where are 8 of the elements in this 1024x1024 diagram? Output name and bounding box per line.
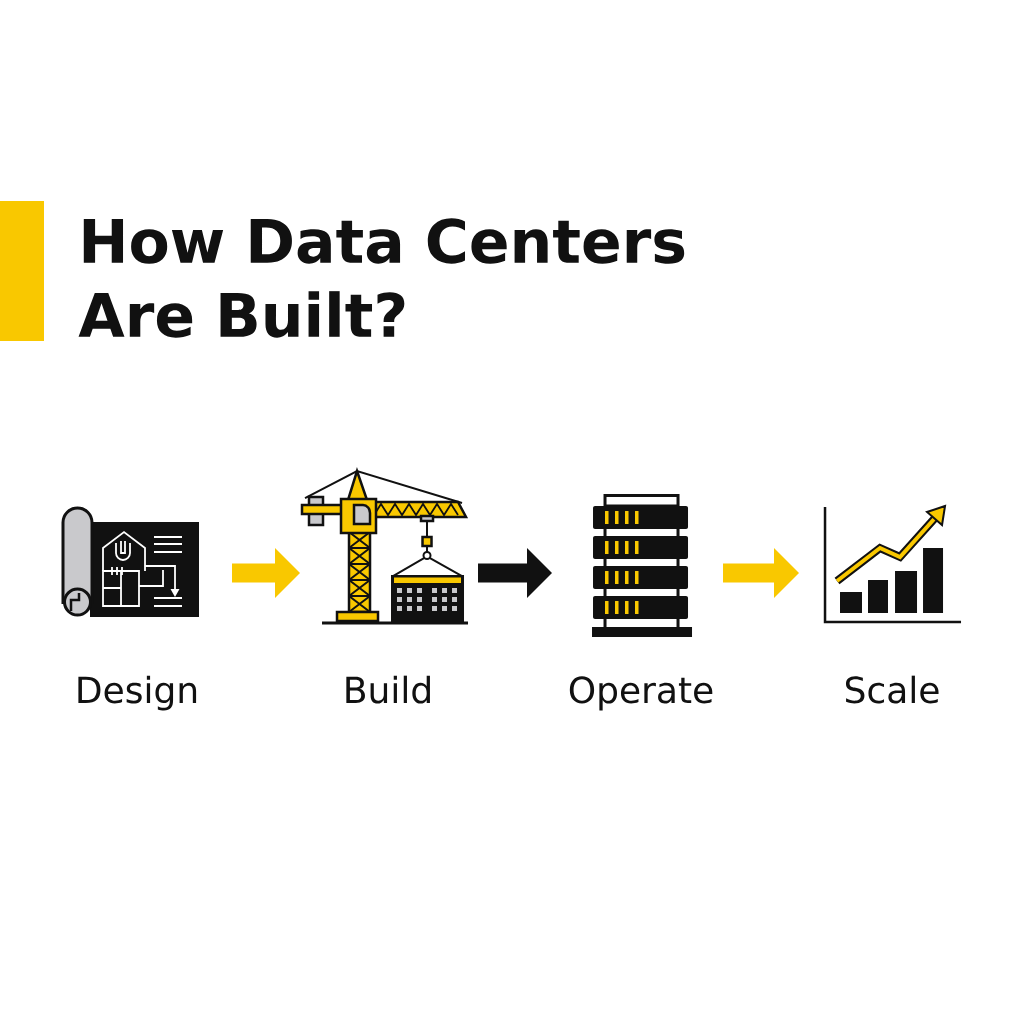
title: How Data Centers Are Built?: [78, 218, 685, 338]
arrow: [478, 548, 552, 598]
arrow: [723, 548, 799, 598]
arrow: [232, 548, 300, 598]
step-label: Design: [78, 675, 197, 711]
step-label: Build: [346, 675, 430, 704]
step-label: Scale: [846, 675, 939, 704]
step-label: Operate: [569, 676, 713, 711]
